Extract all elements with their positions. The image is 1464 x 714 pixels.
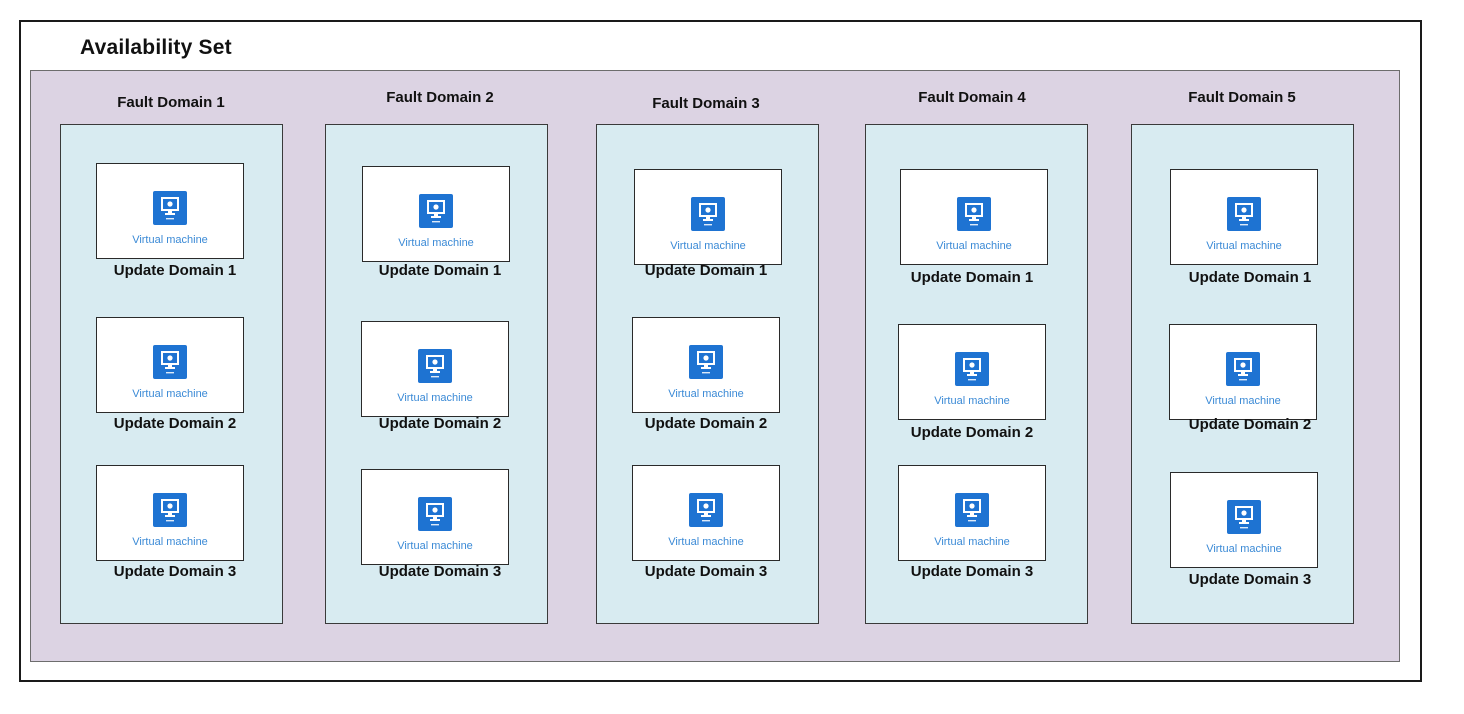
virtual-machine-label: Virtual machine bbox=[668, 388, 744, 400]
update-domain-label: Update Domain 2 bbox=[644, 415, 768, 432]
virtual-machine-icon bbox=[691, 197, 725, 231]
virtual-machine-icon bbox=[955, 493, 989, 527]
fault-domain-3-title: Fault Domain 3 bbox=[652, 95, 760, 112]
virtual-machine-fd3-ud3[interactable]: Virtual machine bbox=[632, 465, 780, 561]
virtual-machine-label: Virtual machine bbox=[132, 234, 208, 246]
update-domain-label: Update Domain 2 bbox=[1188, 416, 1312, 433]
virtual-machine-fd3-ud2[interactable]: Virtual machine bbox=[632, 317, 780, 413]
virtual-machine-label: Virtual machine bbox=[132, 536, 208, 548]
virtual-machine-label: Virtual machine bbox=[934, 395, 1010, 407]
virtual-machine-icon bbox=[957, 197, 991, 231]
update-domain-label: Update Domain 2 bbox=[910, 424, 1034, 441]
update-domain-label: Update Domain 1 bbox=[644, 262, 768, 279]
update-domain-label: Update Domain 3 bbox=[378, 563, 502, 580]
virtual-machine-fd4-ud3[interactable]: Virtual machine bbox=[898, 465, 1046, 561]
virtual-machine-label: Virtual machine bbox=[1206, 240, 1282, 252]
virtual-machine-fd5-ud2[interactable]: Virtual machine bbox=[1169, 324, 1317, 420]
virtual-machine-fd1-ud2[interactable]: Virtual machine bbox=[96, 317, 244, 413]
fault-domain-5-title: Fault Domain 5 bbox=[1188, 89, 1296, 106]
virtual-machine-icon bbox=[153, 345, 187, 379]
virtual-machine-icon bbox=[1226, 352, 1260, 386]
virtual-machine-icon bbox=[418, 349, 452, 383]
update-domain-label: Update Domain 3 bbox=[1188, 571, 1312, 588]
virtual-machine-fd3-ud1[interactable]: Virtual machine bbox=[634, 169, 782, 265]
virtual-machine-icon bbox=[1227, 500, 1261, 534]
virtual-machine-icon bbox=[153, 493, 187, 527]
virtual-machine-fd1-ud1[interactable]: Virtual machine bbox=[96, 163, 244, 259]
virtual-machine-label: Virtual machine bbox=[668, 536, 744, 548]
virtual-machine-label: Virtual machine bbox=[1206, 543, 1282, 555]
virtual-machine-label: Virtual machine bbox=[1205, 395, 1281, 407]
fault-domain-2-title: Fault Domain 2 bbox=[386, 89, 494, 106]
virtual-machine-label: Virtual machine bbox=[670, 240, 746, 252]
update-domain-label: Update Domain 1 bbox=[910, 269, 1034, 286]
virtual-machine-fd5-ud3[interactable]: Virtual machine bbox=[1170, 472, 1318, 568]
virtual-machine-fd4-ud1[interactable]: Virtual machine bbox=[900, 169, 1048, 265]
virtual-machine-label: Virtual machine bbox=[132, 388, 208, 400]
virtual-machine-icon bbox=[153, 191, 187, 225]
update-domain-label: Update Domain 1 bbox=[378, 262, 502, 279]
virtual-machine-icon bbox=[689, 345, 723, 379]
update-domain-label: Update Domain 3 bbox=[113, 563, 237, 580]
update-domain-label: Update Domain 2 bbox=[113, 415, 237, 432]
virtual-machine-icon bbox=[955, 352, 989, 386]
virtual-machine-icon bbox=[418, 497, 452, 531]
virtual-machine-fd2-ud3[interactable]: Virtual machine bbox=[361, 469, 509, 565]
virtual-machine-icon bbox=[689, 493, 723, 527]
fault-domain-4-title: Fault Domain 4 bbox=[918, 89, 1026, 106]
fault-domain-1-title: Fault Domain 1 bbox=[117, 94, 225, 111]
virtual-machine-icon bbox=[1227, 197, 1261, 231]
virtual-machine-label: Virtual machine bbox=[398, 237, 474, 249]
virtual-machine-label: Virtual machine bbox=[397, 540, 473, 552]
virtual-machine-fd4-ud2[interactable]: Virtual machine bbox=[898, 324, 1046, 420]
virtual-machine-label: Virtual machine bbox=[397, 392, 473, 404]
availability-set-title: Availability Set bbox=[80, 36, 232, 59]
virtual-machine-fd2-ud2[interactable]: Virtual machine bbox=[361, 321, 509, 417]
virtual-machine-fd2-ud1[interactable]: Virtual machine bbox=[362, 166, 510, 262]
virtual-machine-label: Virtual machine bbox=[934, 536, 1010, 548]
virtual-machine-fd1-ud3[interactable]: Virtual machine bbox=[96, 465, 244, 561]
virtual-machine-label: Virtual machine bbox=[936, 240, 1012, 252]
virtual-machine-fd5-ud1[interactable]: Virtual machine bbox=[1170, 169, 1318, 265]
update-domain-label: Update Domain 3 bbox=[644, 563, 768, 580]
virtual-machine-icon bbox=[419, 194, 453, 228]
update-domain-label: Update Domain 2 bbox=[378, 415, 502, 432]
update-domain-label: Update Domain 1 bbox=[1188, 269, 1312, 286]
update-domain-label: Update Domain 1 bbox=[113, 262, 237, 279]
update-domain-label: Update Domain 3 bbox=[910, 563, 1034, 580]
